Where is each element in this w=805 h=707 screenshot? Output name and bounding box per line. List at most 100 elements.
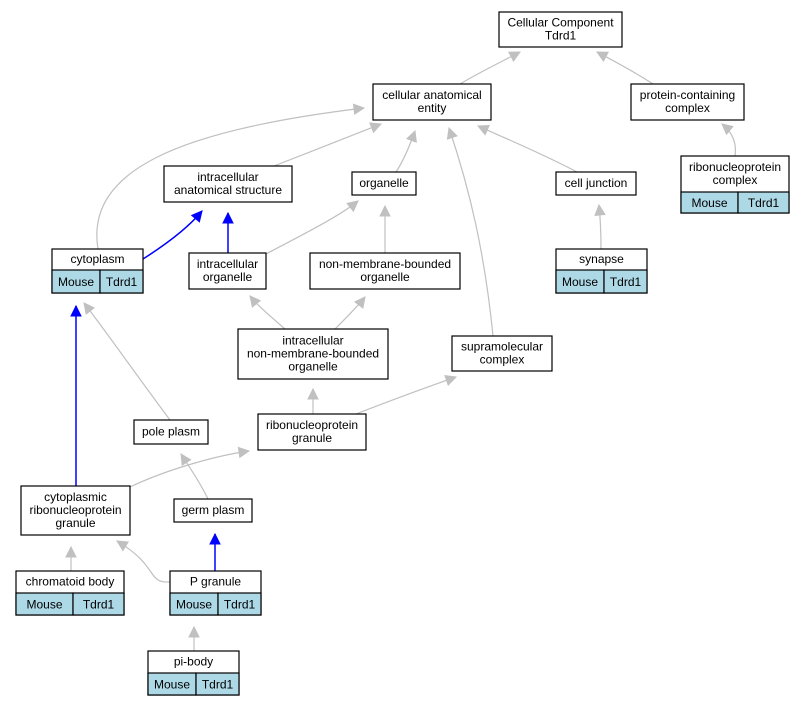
node-poleplasm[interactable]: pole plasm <box>133 419 209 445</box>
node-inmbo[interactable]: intracellularnon-membrane-boundedorganel… <box>237 328 389 380</box>
node-label-line: ribonucleoprotein <box>29 503 121 517</box>
species-label: Mouse <box>154 678 190 692</box>
node-box <box>451 335 553 372</box>
arrowhead-icon <box>116 540 129 552</box>
arrowhead-icon <box>70 304 82 317</box>
edge-line <box>142 210 203 260</box>
edge-inmbo-to-intorg <box>249 295 286 330</box>
edge-line <box>96 107 365 250</box>
edge-celljunction-to-cae <box>476 124 578 173</box>
arrowhead-icon <box>405 129 417 143</box>
node-label-line: intracellular <box>197 257 258 271</box>
edge-line <box>83 302 171 421</box>
node-box <box>20 485 131 536</box>
edge-germplasm-to-poleplasm <box>180 453 209 500</box>
node-germplasm[interactable]: germ plasm <box>173 498 253 523</box>
arrowhead-icon <box>594 203 606 217</box>
gene-label: Tdrd1 <box>748 196 780 210</box>
arrowhead-icon <box>222 211 234 224</box>
arrowhead-icon <box>237 446 251 459</box>
edge-ias-to-cae <box>273 122 383 167</box>
gene-cell <box>217 592 262 616</box>
gene-cell <box>603 269 648 294</box>
node-label-line: entity <box>418 101 447 115</box>
gene-cell <box>195 672 240 696</box>
node-label-line: granule <box>55 516 95 530</box>
edge-line <box>477 125 578 173</box>
node-box <box>372 83 492 121</box>
edge-rnpg-to-smc <box>355 374 458 415</box>
node-organelle[interactable]: organelle <box>351 171 417 196</box>
arrowhead-icon <box>65 545 77 558</box>
arrowhead-icon <box>353 296 366 309</box>
edge-organelle-to-cae <box>395 129 417 173</box>
edge-chromatoid-to-crnpg <box>65 545 77 571</box>
node-label-line: cellular anatomical <box>382 88 481 102</box>
species-label: Mouse <box>691 196 727 210</box>
edge-line <box>355 376 457 415</box>
edge-line <box>265 200 359 255</box>
node-label-line: chromatoid body <box>26 575 115 589</box>
edge-rnpg-to-inmbo <box>307 387 319 414</box>
gene-cell <box>99 269 144 294</box>
node-label-line: non-membrane-bounded <box>247 347 379 361</box>
edge-pgranule-to-germplasm <box>209 532 221 571</box>
arrowhead-icon <box>444 374 458 386</box>
arrowhead-icon <box>190 210 203 223</box>
edge-pcc-to-root <box>596 51 654 85</box>
node-celljunction[interactable]: cell junction <box>555 171 637 196</box>
edge-pibody-to-pgranule <box>188 625 200 651</box>
node-label-line: supramolecular <box>461 340 543 354</box>
arrowhead-icon <box>352 103 366 116</box>
arrowhead-icon <box>188 625 200 638</box>
node-label-line: complex <box>480 353 525 367</box>
arrowhead-icon <box>476 124 490 136</box>
edge-pgranule-to-crnpg <box>116 540 171 583</box>
arrowhead-icon <box>369 122 383 134</box>
node-label-line: Tdrd1 <box>545 29 577 43</box>
arrowhead-icon <box>596 51 609 63</box>
arrowhead-icon <box>249 295 262 308</box>
node-box <box>351 171 417 196</box>
node-label-line: anatomical structure <box>174 183 282 197</box>
edge-nmbo-to-organelle <box>379 204 391 253</box>
gene-label: Tdrd1 <box>224 598 256 612</box>
node-box <box>555 171 637 196</box>
edge-line <box>116 540 171 583</box>
node-label-line: granule <box>292 431 332 445</box>
edge-poleplasm-to-cytoplasm <box>83 302 171 421</box>
node-box <box>498 11 623 48</box>
edge-synapse-to-celljunction <box>594 203 606 250</box>
node-label-line: intracellular <box>197 170 258 184</box>
node-label-line: organelle <box>360 270 410 284</box>
node-label-line: germ plasm <box>182 503 245 517</box>
node-label-line: P granule <box>190 575 241 589</box>
node-box <box>237 328 389 380</box>
species-label: Mouse <box>58 275 94 289</box>
node-label-line: pi-body <box>174 655 213 669</box>
arrowhead-icon <box>446 126 458 140</box>
arrowhead-icon <box>379 204 391 217</box>
edge-smc-to-cae <box>446 126 494 337</box>
arrowhead-icon <box>180 453 192 466</box>
node-label-line: intracellular <box>282 334 343 348</box>
node-box <box>257 413 367 451</box>
node-label-line: complex <box>713 173 758 187</box>
species-label: Mouse <box>562 275 598 289</box>
